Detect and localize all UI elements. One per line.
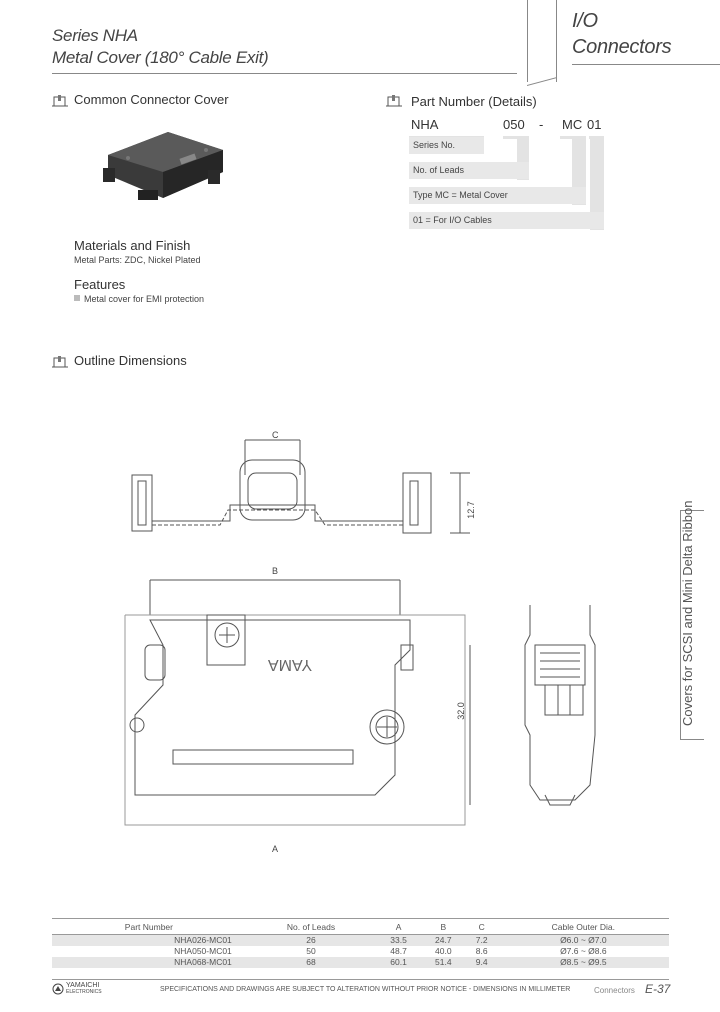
table-cell: 33.5 (376, 934, 421, 946)
pn-bar-cable (590, 136, 604, 230)
table-header-cell: Part Number (52, 918, 246, 935)
table-cell: 26 (245, 934, 377, 946)
table-cell: NHA026-MC01 (52, 934, 246, 946)
table-cell: NHA068-MC01 (52, 956, 246, 968)
front-view-drawing (124, 579, 471, 826)
table-cell: NHA050-MC01 (174, 946, 232, 956)
dim-label-height: 12.7 (465, 501, 476, 519)
header-divider-2 (556, 0, 557, 82)
table-cell: 24.7 (420, 934, 466, 946)
table-cell: 50 (306, 946, 316, 956)
pn-code-type: MC (562, 117, 583, 132)
table-header-row: Part Number No. of Leads A B C Cable Out… (52, 918, 669, 935)
table-cell: 40.0 (435, 946, 452, 956)
section-bullet-icon (386, 95, 402, 107)
series-subtitle: Metal Cover (180° Cable Exit) (52, 48, 269, 67)
materials-text: Metal Parts: ZDC, Nickel Plated (74, 255, 201, 265)
table-cell: 9.4 (465, 956, 498, 968)
page-number: E-37 (645, 982, 671, 996)
series-title: Series NHA (52, 26, 138, 45)
table-cell: 60.1 (376, 956, 421, 968)
footer-rule (52, 979, 669, 980)
brand-mark: YAMA (268, 656, 313, 673)
table-header-cell: Cable Outer Dia. (497, 918, 669, 935)
feature-item: Metal cover for EMI protection (84, 294, 205, 304)
features-title: Features (74, 277, 126, 292)
pn-row-leads: No. of Leads (409, 162, 529, 179)
dim-label-a: A (272, 844, 279, 854)
spec-table: Part Number No. of Leads A B C Cable Out… (52, 918, 669, 968)
pn-code-cable: 01 (587, 117, 602, 132)
header-rule-left (52, 73, 517, 74)
feature-bullet (74, 295, 80, 301)
materials-title: Materials and Finish (74, 238, 191, 253)
table-cell: Ø6.0 ~ Ø7.0 (497, 934, 669, 946)
table-cell: 48.7 (390, 946, 407, 956)
yamaichi-logo-icon (52, 983, 64, 995)
section-bullet-icon (52, 95, 68, 107)
footer-notice: SPECIFICATIONS AND DRAWINGS ARE SUBJECT … (160, 986, 571, 993)
pn-bar-leads-top (503, 136, 529, 139)
section-title-common-cover: Common Connector Cover (74, 92, 229, 107)
dim-label-b: B (272, 566, 279, 576)
section-bullet-icon (52, 356, 68, 368)
product-photo (103, 132, 223, 200)
table-cell: 7.2 (465, 934, 498, 946)
category-line-1: I/O (572, 10, 598, 32)
logo-text-line2: ELECTRONICS (66, 989, 102, 995)
section-title-outline: Outline Dimensions (74, 353, 187, 368)
dim-label-c: C (272, 430, 279, 440)
top-view-drawing (131, 439, 470, 534)
pn-row-cable: 01 = For I/O Cables (409, 212, 604, 229)
table-cell: 8.6 (475, 946, 488, 956)
table-cell: Ø7.6 ~ Ø8.6 (560, 946, 607, 956)
pn-row-series: Series No. (409, 137, 484, 154)
pn-code-leads: 050 (503, 117, 525, 132)
logo-text-line1: YAMAICHI (66, 982, 100, 989)
side-view-drawing (524, 605, 596, 806)
section-title-part-number: Part Number (Details) (411, 94, 537, 109)
dim-label-depth: 32.0 (455, 702, 466, 720)
table-header-cell: No. of Leads (245, 918, 377, 935)
footer-category: Connectors (594, 986, 635, 995)
table-row: NHA026-MC01 26 33.5 24.7 7.2 Ø6.0 ~ Ø7.0 (52, 934, 669, 946)
table-row: NHA050-MC01 50 48.7 40.0 8.6 Ø7.6 ~ Ø8.6 (52, 946, 669, 957)
table-header-cell: C (465, 918, 498, 935)
category-line-2: Connectors (572, 36, 672, 58)
header-rule-right (572, 64, 720, 65)
pn-code-series: NHA (411, 117, 439, 132)
side-tab (680, 510, 704, 740)
header-divider-1 (527, 0, 528, 82)
footer-logo: YAMAICHI ELECTRONICS (66, 982, 102, 996)
table-row: NHA068-MC01 68 60.1 51.4 9.4 Ø8.5 ~ Ø9.5 (52, 956, 669, 968)
pn-row-type: Type MC = Metal Cover (409, 187, 586, 204)
header-divider-corner (527, 55, 557, 87)
table-header-cell: B (420, 918, 466, 935)
side-tab-label: Covers for SCSI and Mini Delta Ribbon (680, 500, 695, 726)
table-cell: Ø8.5 ~ Ø9.5 (497, 956, 669, 968)
table-header-cell: A (376, 918, 421, 935)
table-cell: 51.4 (420, 956, 466, 968)
table-cell: 68 (245, 956, 377, 968)
pn-code-dash: - (539, 117, 544, 132)
